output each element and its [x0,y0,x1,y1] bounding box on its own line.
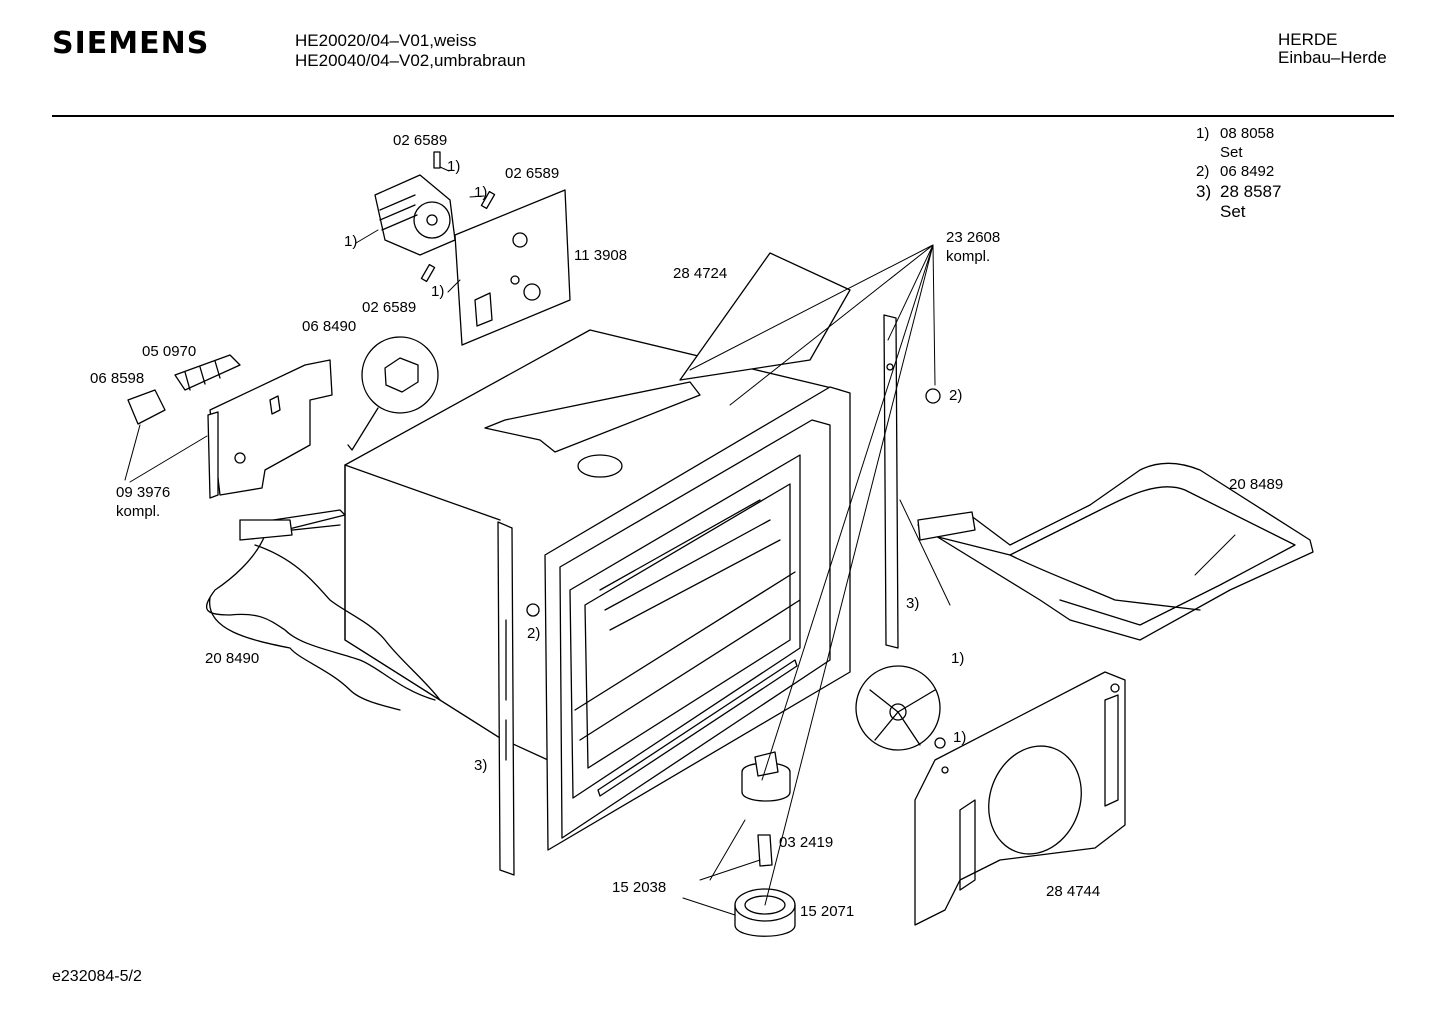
footnote-ref-1: 1) [474,184,488,201]
small-clip [526,388,941,617]
oven-muffle [344,252,851,761]
part-label-284724: 28 4724 [673,265,728,282]
part-label-032419: 03 2419 [779,834,834,851]
footnote-ref-1: 1) [344,233,358,250]
bottom-heater [205,509,441,711]
footnote-ref-2: 2) [527,625,541,642]
top-heat-shield [484,381,701,453]
grill-heater [917,462,1314,641]
part-label-232608-note: kompl. [946,248,991,265]
bracket-clip [480,190,496,210]
footnote-mark: 3) [1196,182,1212,201]
thermostat-detail [347,336,439,451]
part-label-068490: 06 8490 [302,318,357,335]
part-label-050970: 05 0970 [142,343,197,360]
part-label-093976-note: kompl. [116,503,161,520]
footnote-mark: 1) [1196,125,1210,142]
footnote-part: 08 8058 [1220,125,1275,142]
header-divider [52,115,1394,117]
footnote-ref-2: 2) [949,387,963,404]
footnote-part: 28 8587 [1220,182,1282,201]
convection-fan-wheel [855,665,946,751]
part-label-232608: 23 2608 [946,229,1001,246]
part-label-026589-lower: 02 6589 [362,299,417,316]
footnote-ref-1: 1) [951,650,965,667]
footnote-ref-1: 1) [431,283,445,300]
footnote-ref-1: 1) [953,729,967,746]
bracket-clip [433,151,441,169]
bracket-clip [420,263,436,283]
motor-mount-plate [454,189,571,346]
footnote-mark: 2) [1196,163,1210,180]
part-label-026589-upper: 02 6589 [393,132,448,149]
plug-connector [127,389,166,425]
part-label-093976: 09 3976 [116,484,171,501]
category-subtitle: Einbau–Herde [1278,48,1387,67]
footnote-part: 06 8492 [1220,163,1275,180]
model-line-1: HE20020/04–V01,weiss [295,31,477,50]
footnote-note: Set [1220,144,1243,161]
part-label-152038: 15 2038 [612,879,667,896]
part-label-026589-right: 02 6589 [505,165,560,182]
footnote-ref-3: 3) [474,757,488,774]
terminal-block [174,354,241,391]
fan-cover-plate [914,671,1126,926]
part-label-208490: 20 8490 [205,650,260,667]
document-id: e232084-5/2 [52,968,142,985]
part-label-068598: 06 8598 [90,370,145,387]
fan-opening-top [577,454,623,478]
cable-bracket [207,359,333,499]
category-title: HERDE [1278,30,1338,49]
footnote-note: Set [1220,202,1246,221]
oven-front-frame [544,386,851,851]
control-knob-assembly [734,751,796,937]
side-rail-right [883,314,899,649]
part-label-152071: 15 2071 [800,903,855,920]
part-label-208489: 20 8489 [1229,476,1284,493]
side-rail-left [497,521,515,876]
rear-cover-plate [679,252,851,381]
part-label-113908: 11 3908 [574,247,628,264]
brand-logo: SIEMENS [52,26,210,61]
front-handle-slot [597,659,798,797]
leader-lines [124,166,1236,916]
part-label-284744: 28 4744 [1046,883,1101,900]
footnote-ref-1: 1) [447,158,461,175]
model-line-2: HE20040/04–V02,umbrabraun [295,51,526,70]
footnote-ref-3: 3) [906,595,920,612]
